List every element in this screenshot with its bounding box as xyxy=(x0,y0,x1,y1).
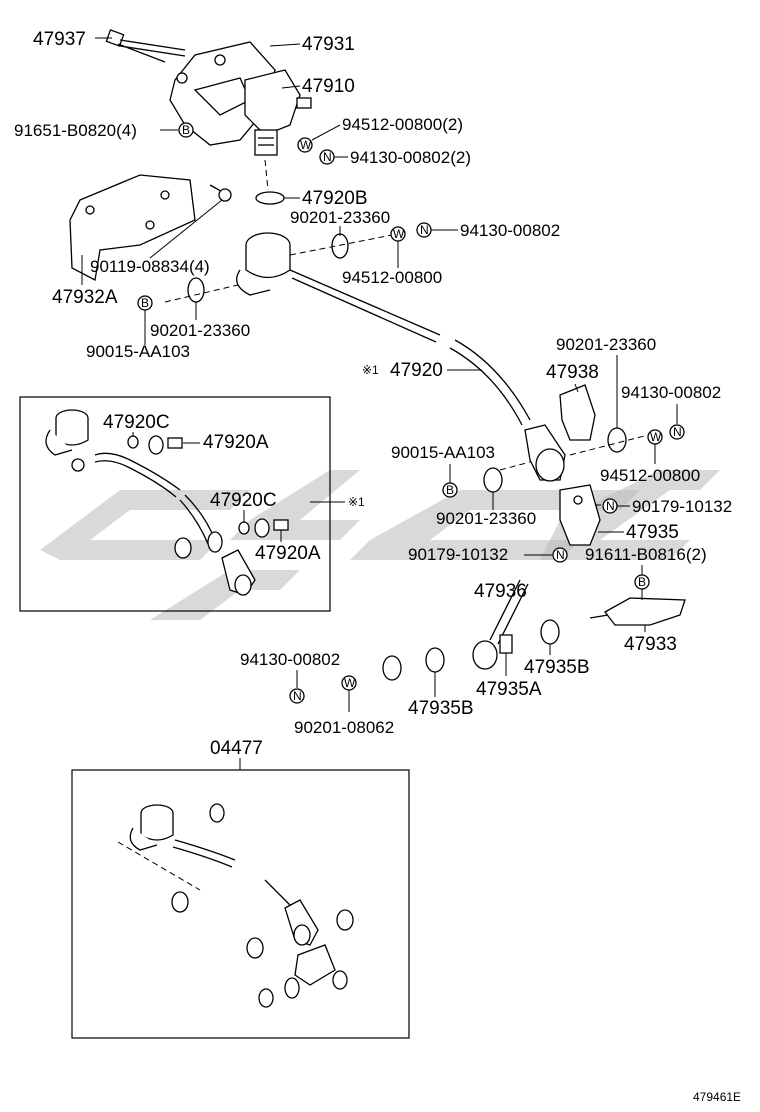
cover-47938 xyxy=(559,384,596,441)
bolt-47936 xyxy=(472,579,529,670)
assembly-line-6 xyxy=(264,159,269,191)
label-90201-b: 90201-23360 xyxy=(150,321,250,340)
label-47935: 47935 xyxy=(626,522,679,543)
label-94512-b: 94512-00800 xyxy=(600,466,700,485)
symbol-N-4-text: N xyxy=(606,499,615,513)
symbol-B-4-text: B xyxy=(638,575,646,589)
kit-box-04477 xyxy=(71,769,410,1039)
illustration-id: 479461E xyxy=(693,1090,741,1104)
label-90201-e: 90201-08062 xyxy=(294,718,394,737)
label-94130-c: 94130-00802 xyxy=(240,650,340,669)
junction-47920-top xyxy=(187,232,349,303)
label-47935B-right: 47935B xyxy=(524,657,590,678)
label-47931: 47931 xyxy=(302,34,355,55)
label-90179-a: 90179-10132 xyxy=(632,497,732,516)
label-47935B-left: 47935B xyxy=(408,698,474,719)
symbol-B-2-text: B xyxy=(141,296,149,310)
label-47920B: 47920B xyxy=(302,188,368,209)
label-90015-b: 90015-AA103 xyxy=(391,443,495,462)
symbol-N-5 xyxy=(552,547,568,563)
leader-94512-2 xyxy=(311,124,341,141)
label-04477: 04477 xyxy=(210,738,263,759)
label-47935A: 47935A xyxy=(476,679,542,700)
symbol-N-3 xyxy=(669,424,685,440)
inset-box-47920 xyxy=(19,396,331,612)
bracket-47933 xyxy=(589,597,686,626)
symbol-N-6 xyxy=(289,688,305,704)
label-47920: 47920 xyxy=(390,360,443,381)
label-94130-2: 94130-00802(2) xyxy=(350,148,471,167)
label-90201-d: 90201-23360 xyxy=(436,509,536,528)
symbol-B-1-text: B xyxy=(182,123,190,137)
label-47933: 47933 xyxy=(624,634,677,655)
label-90179-b: 90179-10132 xyxy=(408,545,508,564)
label-47920A-top: 47920A xyxy=(203,432,269,453)
label-47938: 47938 xyxy=(546,362,599,383)
ref-mark-2: ※1 xyxy=(348,495,365,509)
ref-mark-1: ※1 xyxy=(362,363,379,377)
label-47920A-bottom: 47920A xyxy=(255,543,321,564)
label-47920C-bottom: 47920C xyxy=(210,490,277,511)
washer-90201-e xyxy=(382,655,402,681)
bushing-47935B-left xyxy=(425,647,445,673)
label-91651: 91651-B0820(4) xyxy=(14,121,137,140)
label-90201-c: 90201-23360 xyxy=(556,335,656,354)
label-90201-a: 90201-23360 xyxy=(290,208,390,227)
label-94130-b: 94130-00802 xyxy=(621,383,721,402)
symbol-N-2-text: N xyxy=(420,223,429,237)
label-47936: 47936 xyxy=(474,581,527,602)
label-94512-2: 94512-00800(2) xyxy=(342,115,463,134)
label-94512-a: 94512-00800 xyxy=(342,268,442,287)
leader-47938 xyxy=(574,383,579,393)
hose-47920 xyxy=(289,269,531,426)
symbol-N-6-text: N xyxy=(293,689,302,703)
symbol-B-3 xyxy=(442,482,458,498)
bushing-47935B-right xyxy=(540,619,560,645)
label-91611: 91611-B0816(2) xyxy=(585,545,707,564)
symbol-B-3-text: B xyxy=(446,483,454,497)
symbol-B-1 xyxy=(178,122,194,138)
symbol-N-3-text: N xyxy=(673,425,682,439)
assembly-line-1 xyxy=(164,284,239,303)
symbol-W-4-text: W xyxy=(344,676,356,690)
label-47910: 47910 xyxy=(302,76,355,97)
assembly-line-2 xyxy=(289,234,393,256)
label-94130-a: 94130-00802 xyxy=(460,221,560,240)
label-47932A: 47932A xyxy=(52,287,118,308)
assembly-line-3 xyxy=(499,461,531,471)
symbol-N-1-text: N xyxy=(323,150,332,164)
leader-47910 xyxy=(281,85,301,89)
leader-90119 xyxy=(149,199,223,259)
boot-47920-lower xyxy=(524,424,566,482)
label-47920C-top: 47920C xyxy=(103,412,170,433)
o-ring-47920B xyxy=(255,191,285,205)
bolt-47937 xyxy=(105,29,186,63)
bushing-47935A xyxy=(499,634,513,654)
symbol-W-2-text: W xyxy=(393,227,405,241)
valve-47910 xyxy=(244,69,312,156)
bracket-47932A xyxy=(69,174,196,281)
bracket-47935 xyxy=(559,484,601,546)
leader-47931 xyxy=(269,43,301,47)
washer-90201-c xyxy=(607,427,627,453)
label-47937: 47937 xyxy=(33,29,86,50)
assembly-line-4 xyxy=(569,431,661,456)
symbol-W-1 xyxy=(297,137,313,153)
washer-90201-d xyxy=(483,467,503,493)
label-90119: 90119-08834(4) xyxy=(90,257,210,276)
label-90015-a: 90015-AA103 xyxy=(86,342,190,361)
symbol-N-5-text: N xyxy=(556,548,565,562)
bolt-90119 xyxy=(209,184,232,202)
symbol-W-3-text: W xyxy=(650,430,662,444)
symbol-W-1-text: W xyxy=(300,138,312,152)
